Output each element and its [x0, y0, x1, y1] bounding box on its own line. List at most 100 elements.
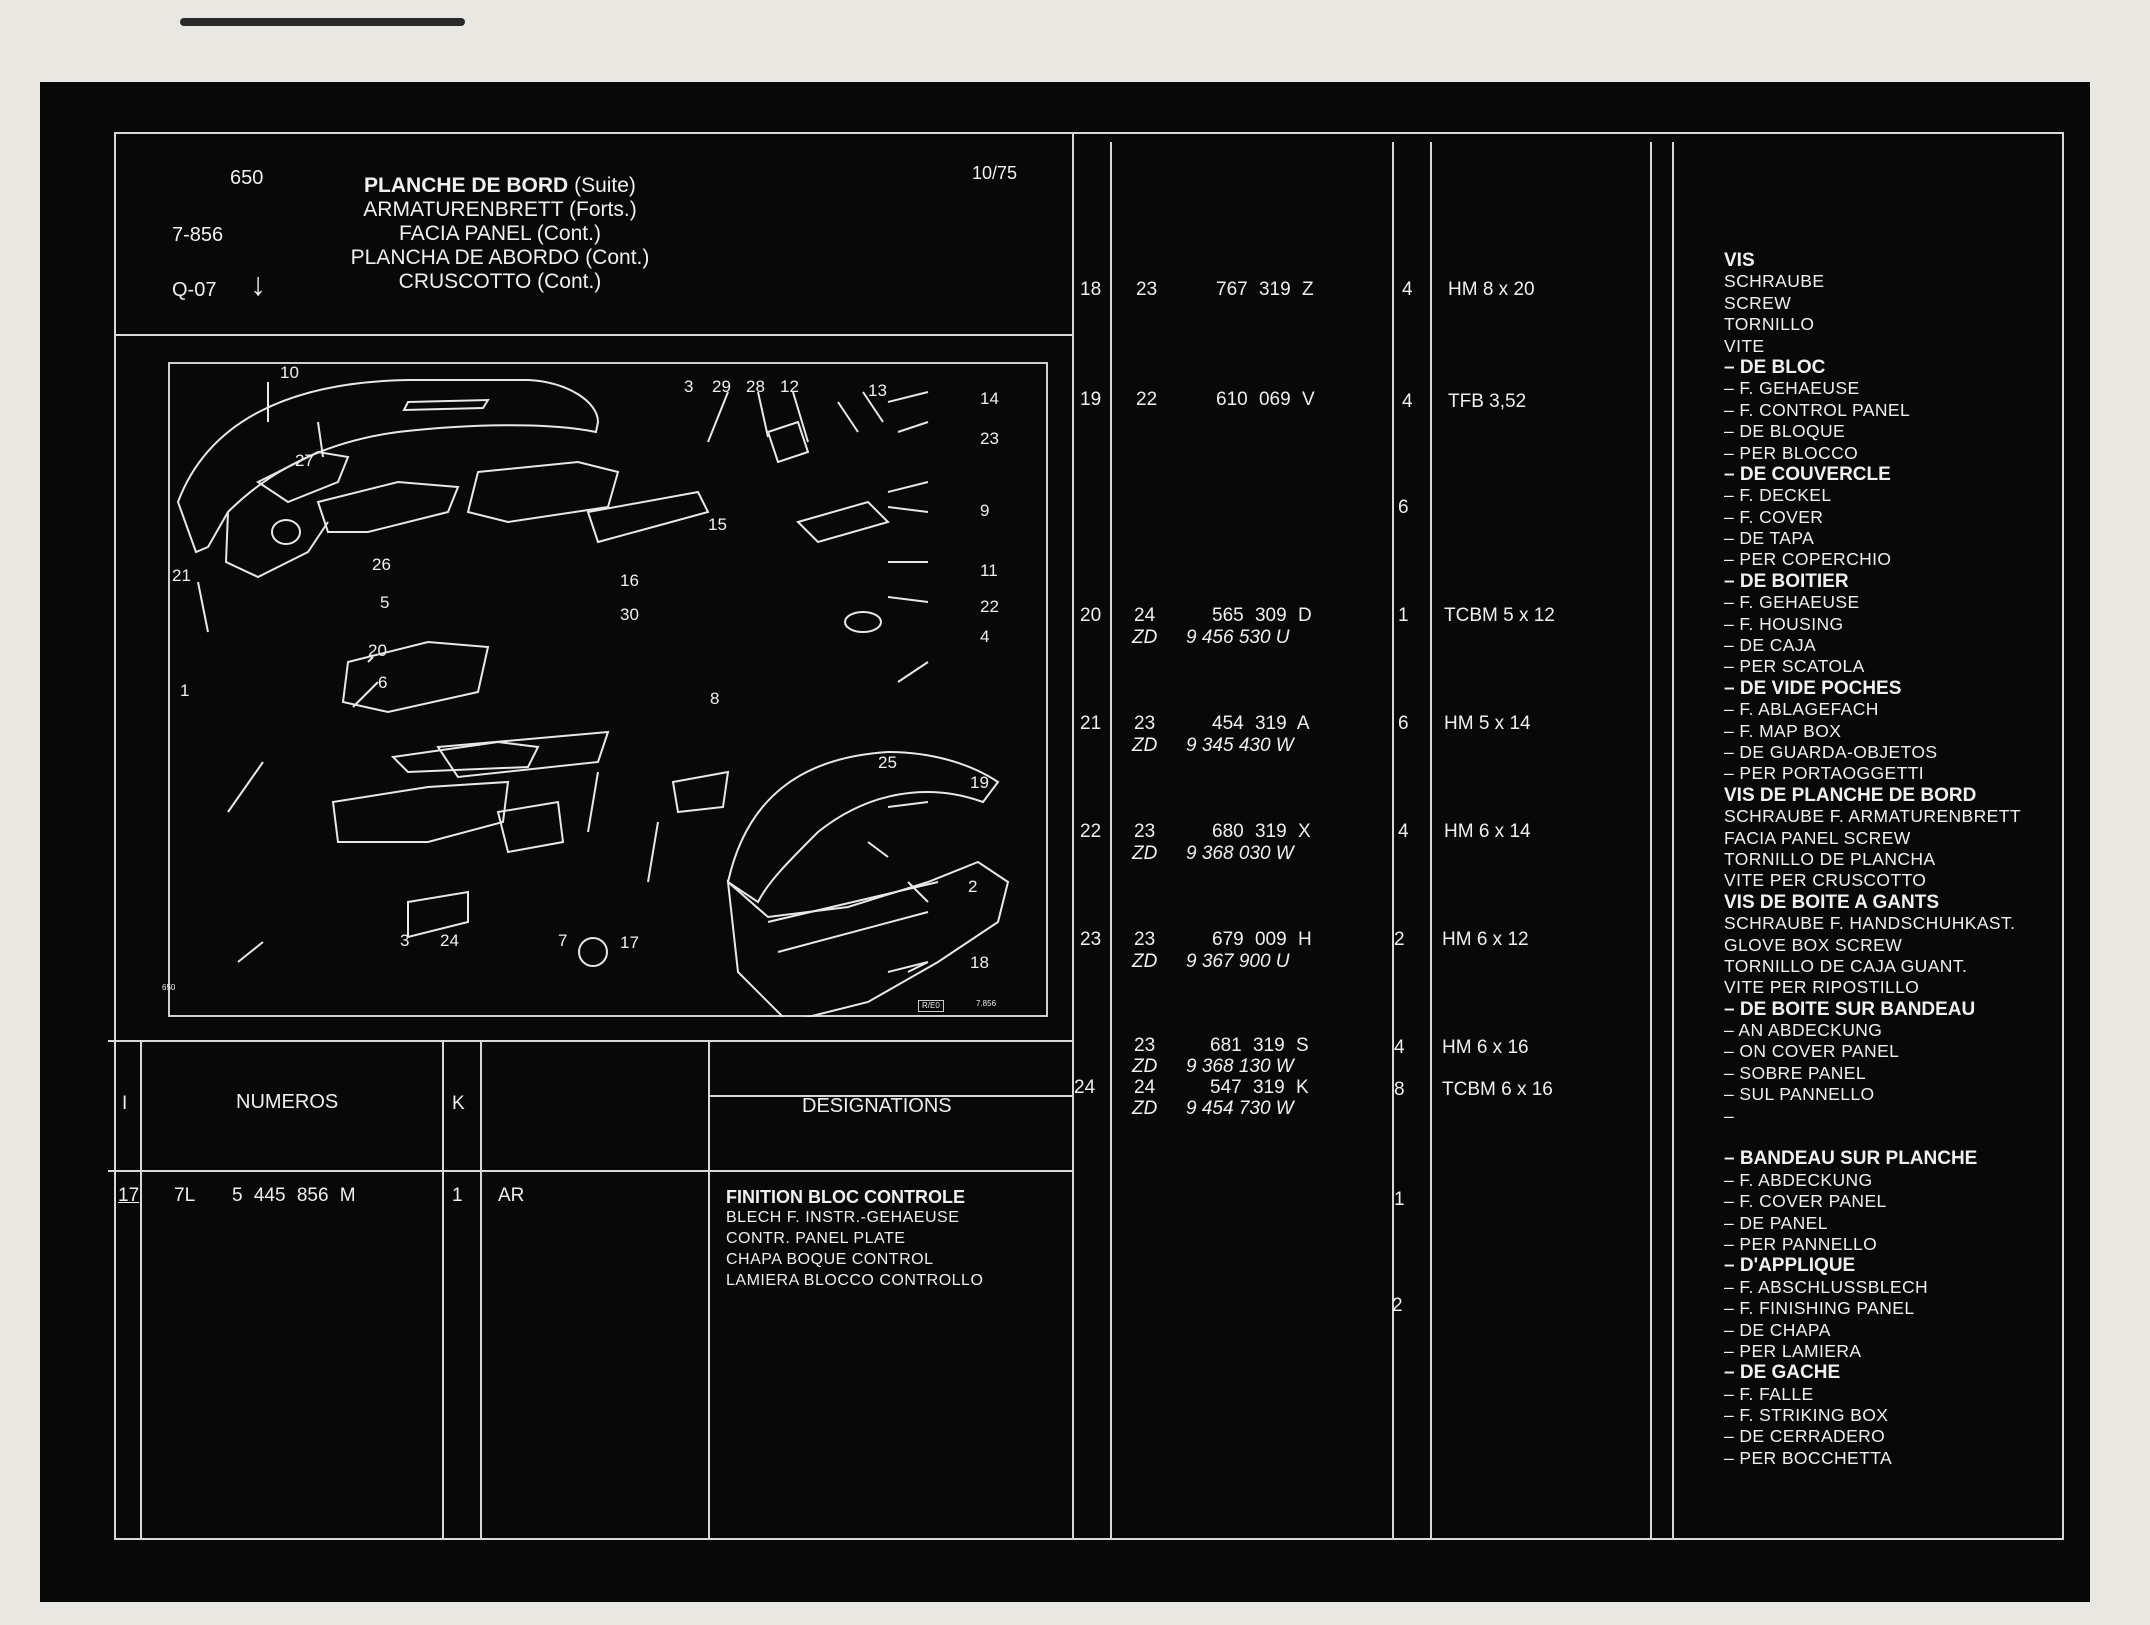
part-code: 23 — [1134, 929, 1156, 950]
callout: 13 — [868, 381, 887, 400]
callout: 15 — [708, 515, 727, 534]
part-alt-code: ZD — [1132, 843, 1158, 864]
callout: 18 — [970, 953, 989, 972]
part-qty: 1 — [1394, 1189, 1405, 1210]
part-alt-code: ZD — [1132, 951, 1158, 972]
part-size: TFB 3,52 — [1448, 391, 1527, 412]
callout: 25 — [878, 753, 897, 772]
model-code: 7-856 — [172, 224, 224, 246]
part-index: 20 — [1080, 605, 1102, 626]
callout: 17 — [620, 933, 639, 952]
part-qty: 2 — [1394, 929, 1405, 950]
part-qty: 2 — [1392, 1295, 1403, 1316]
part-size: HM 5 x 14 — [1444, 713, 1531, 734]
designation-line: SCHRAUBE F. HANDSCHUHKAST. — [1724, 913, 2016, 934]
callout: 1 — [180, 681, 190, 700]
row-desc-line: CHAPA BOQUE CONTROL — [726, 1251, 934, 1268]
part-number: 679 009 H — [1212, 929, 1312, 950]
part-number: 680 319 X — [1212, 821, 1311, 842]
callout: 23 — [980, 429, 999, 448]
designation-line: – DE COUVERCLE — [1724, 463, 1891, 485]
part-index: 24 — [1074, 1077, 1096, 1098]
title-es: PLANCHA DE ABORDO (Cont.) — [350, 246, 650, 269]
title-suite: (Suite) — [574, 174, 636, 197]
part-size: HM 6 x 12 — [1442, 929, 1529, 950]
designation-line: VITE PER RIPOSTILLO — [1724, 977, 1920, 998]
part-qty: 4 — [1394, 1037, 1405, 1058]
row-qty: 1 — [452, 1185, 463, 1206]
part-index: 23 — [1080, 929, 1102, 950]
designation-line: – DE CAJA — [1724, 635, 1817, 656]
outer-frame — [114, 132, 2064, 1540]
callout: 10 — [280, 363, 299, 382]
designation-line: TORNILLO — [1724, 314, 1815, 335]
part-alt-code: ZD — [1132, 735, 1158, 756]
part-qty: 4 — [1402, 391, 1413, 412]
designation-line: – DE CHAPA — [1724, 1319, 1831, 1340]
callout: 20 — [368, 641, 387, 660]
film-edge-strip — [180, 18, 465, 26]
callout: 30 — [620, 605, 639, 624]
page-number: 650 — [230, 167, 264, 189]
callout: 7 — [558, 931, 568, 950]
callout: 22 — [980, 597, 999, 616]
designation-line: VITE — [1724, 335, 1765, 356]
designation-line: – DE GACHE — [1724, 1362, 1841, 1384]
designation-line: VIS DE BOITE A GANTS — [1724, 891, 1940, 913]
designation-line: – F. ABDECKUNG — [1724, 1169, 1873, 1190]
designation-line: – F. GEHAEUSE — [1724, 592, 1860, 613]
designation-line: – PER PORTAOGGETTI — [1724, 763, 1925, 784]
designation-line: – F. COVER PANEL — [1724, 1191, 1887, 1212]
callout: 3 — [684, 377, 694, 396]
callout: 3 — [400, 931, 410, 950]
part-code: 23 — [1136, 279, 1158, 300]
row-desc-line: CONTR. PANEL PLATE — [726, 1230, 906, 1247]
part-qty: 4 — [1402, 279, 1413, 300]
part-qty: 6 — [1398, 497, 1409, 518]
col-numeros-header: NUMEROS — [236, 1091, 339, 1113]
designation-line: – F. COVER — [1724, 506, 1824, 527]
designation-line: – DE BLOQUE — [1724, 421, 1846, 442]
designation-line: – DE TAPA — [1724, 528, 1815, 549]
callout: 4 — [980, 627, 990, 646]
designation-line: – DE VIDE POCHES — [1724, 677, 1902, 699]
part-alt-number: 9 368 130 W — [1186, 1056, 1294, 1077]
designation-line: SCHRAUBE — [1724, 271, 1825, 292]
row-desc-line: LAMIERA BLOCCO CONTROLLO — [726, 1272, 984, 1289]
row-desc-line: BLECH F. INSTR.-GEHAEUSE — [726, 1209, 960, 1226]
part-code: 23 — [1134, 1035, 1156, 1056]
callout: 9 — [980, 501, 990, 520]
part-number: 565 309 D — [1212, 605, 1312, 626]
part-alt-code: ZD — [1132, 1098, 1158, 1119]
callout: 27 — [295, 451, 314, 470]
designation-line: – DE BOITIER — [1724, 570, 1849, 592]
designation-line: – DE BLOC — [1724, 356, 1826, 378]
designation-line: – PER BLOCCO — [1724, 442, 1859, 463]
part-number: 767 319 Z — [1216, 279, 1314, 300]
designations-list: VIS SCHRAUBE SCREW TORNILLO VITE – DE BL… — [1724, 250, 2021, 1469]
part-index: 19 — [1080, 389, 1102, 410]
part-index: 22 — [1080, 821, 1102, 842]
designation-line: TORNILLO DE PLANCHA — [1724, 848, 1936, 869]
part-code: 24 — [1134, 1077, 1156, 1098]
part-index: 21 — [1080, 713, 1102, 734]
part-alt-number: 9 456 530 U — [1186, 627, 1290, 648]
part-number: 681 319 S — [1210, 1035, 1309, 1056]
part-size: TCBM 6 x 16 — [1442, 1079, 1553, 1100]
part-number: 610 069 V — [1216, 389, 1315, 410]
col-designations-header: DESIGNATIONS — [802, 1095, 952, 1117]
designation-line: – DE CERRADERO — [1724, 1426, 1886, 1447]
callout: 24 — [440, 931, 459, 950]
part-number: 454 319 A — [1212, 713, 1310, 734]
row-prefix: 7L — [174, 1185, 196, 1206]
callout: 16 — [620, 571, 639, 590]
designation-line: – PER BOCCHETTA — [1724, 1447, 1893, 1468]
designation-line: – F. ABLAGEFACH — [1724, 699, 1879, 720]
designation-line: FACIA PANEL SCREW — [1724, 827, 1911, 848]
row-side: AR — [498, 1185, 525, 1206]
designation-line: – F. DECKEL — [1724, 485, 1832, 506]
callout: 14 — [980, 389, 999, 408]
designation-line: – SUL PANNELLO — [1724, 1084, 1875, 1105]
callout: 28 — [746, 377, 765, 396]
callout: 29 — [712, 377, 731, 396]
